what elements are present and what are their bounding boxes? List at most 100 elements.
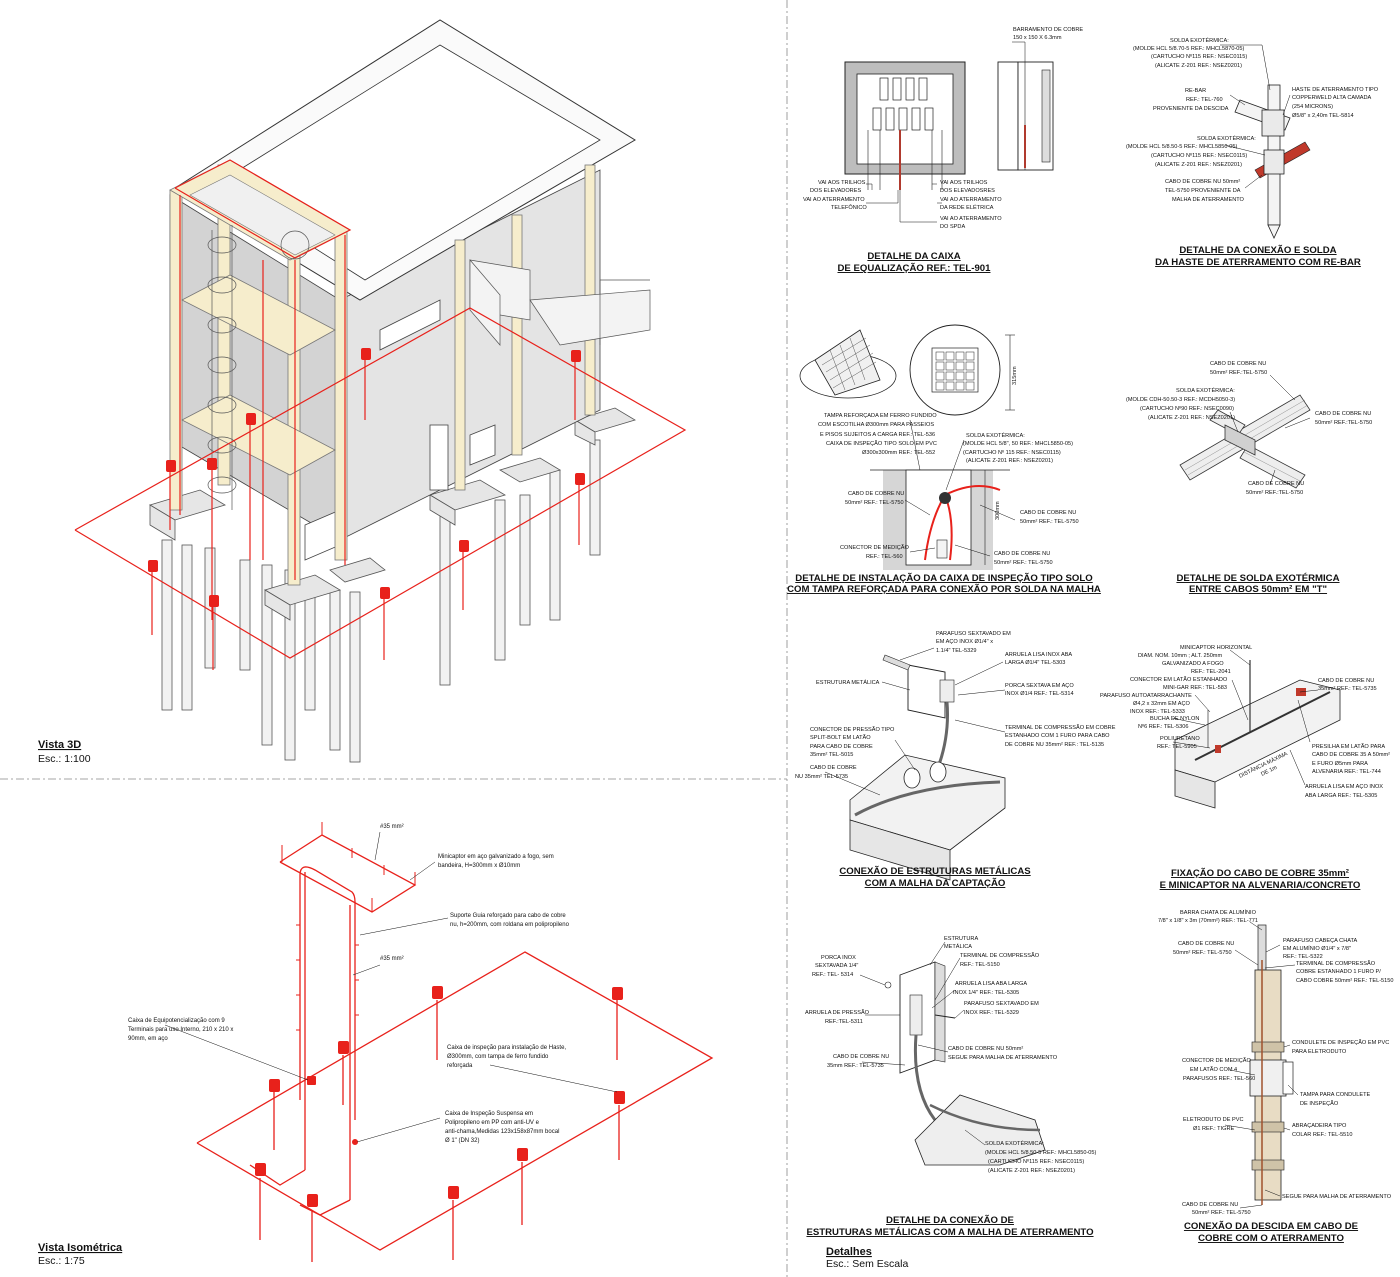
detail-haste-rebar: [1220, 44, 1311, 239]
svg-text:REF.:TEL-5311: REF.:TEL-5311: [825, 1019, 863, 1025]
detail-1-title: DETALHE DA CAIXA DE EQUALIZAÇÃO REF.: TE…: [838, 251, 992, 274]
vista-3d-title: Vista 3D: [38, 739, 81, 751]
svg-text:TAMPA REFORÇADA EM FERRO FUNDI: TAMPA REFORÇADA EM FERRO FUNDIDO: [824, 413, 937, 419]
detail-caixa-equalizacao: [844, 41, 1054, 223]
svg-text:50mm² REF.: TEL-5750: 50mm² REF.: TEL-5750: [1173, 950, 1232, 956]
svg-text:ABA LARGA REF.: TEL-5305: ABA LARGA REF.: TEL-5305: [1305, 793, 1377, 799]
detail-5-labels: PARAFUSO SEXTAVADO EM EM AÇO INOX Ø1/4" …: [795, 631, 1116, 780]
svg-text:SOLDA EXOTÉRMICA:: SOLDA EXOTÉRMICA:: [1197, 135, 1256, 142]
svg-text:CABO DE COBRE NU: CABO DE COBRE NU: [994, 551, 1050, 557]
svg-text:CABO DE COBRE NU 50mm²: CABO DE COBRE NU 50mm²: [948, 1046, 1023, 1052]
svg-text:CABO DE COBRE NU: CABO DE COBRE NU: [1178, 941, 1234, 947]
svg-text:VAI AOS TRILHOS: VAI AOS TRILHOS: [818, 180, 866, 186]
svg-text:VAI AO ATERRAMENTO: VAI AO ATERRAMENTO: [940, 216, 1002, 222]
svg-text:DOS ELEVADORES: DOS ELEVADORES: [810, 188, 861, 194]
svg-text:SOLDA EXOTÉRMICA:: SOLDA EXOTÉRMICA:: [1170, 37, 1229, 44]
svg-text:VAI AOS TRILHOS: VAI AOS TRILHOS: [940, 180, 988, 186]
svg-text:DOS ELEVADOSRES: DOS ELEVADOSRES: [940, 188, 995, 194]
svg-text:reforçada: reforçada: [447, 1063, 473, 1069]
svg-text:CONECTOR DE MEDIÇÃO: CONECTOR DE MEDIÇÃO: [840, 544, 910, 551]
svg-text:CABO COBRE 50mm² REF.: TEL-515: CABO COBRE 50mm² REF.: TEL-5150: [1296, 978, 1394, 984]
detail-5-title: CONEXÃO DE ESTRUTURAS METÁLICAS COM A MA…: [839, 865, 1031, 889]
svg-text:CABO DE COBRE NU: CABO DE COBRE NU: [1182, 1202, 1238, 1208]
svg-text:DE INSPEÇÃO: DE INSPEÇÃO: [1300, 1100, 1339, 1107]
svg-text:Ø300x300mm REF.: TEL-552: Ø300x300mm REF.: TEL-552: [862, 450, 935, 456]
svg-text:ESTRUTURA METÁLICA: ESTRUTURA METÁLICA: [816, 679, 880, 686]
svg-text:(CARTUCHO Nº115 REF.: NSEC0115: (CARTUCHO Nº115 REF.: NSEC0115): [1151, 152, 1247, 159]
svg-text:(ALICATE Z-201 REF.: NSEZ0201): (ALICATE Z-201 REF.: NSEZ0201): [1155, 63, 1242, 69]
svg-text:TAMPA PARA CONDULETE: TAMPA PARA CONDULETE: [1300, 1092, 1371, 1098]
svg-text:NU 35mm² TEL-5735: NU 35mm² TEL-5735: [795, 774, 848, 780]
svg-text:E FURO Ø5mm PARA: E FURO Ø5mm PARA: [1312, 761, 1368, 767]
svg-text:ESTANHADO COM 1 FURO PARA CABO: ESTANHADO COM 1 FURO PARA CABO: [1005, 733, 1110, 739]
svg-text:Caixa de Inspeção Suspensa em: Caixa de Inspeção Suspensa em: [445, 1111, 533, 1117]
svg-text:PARAFUSOS REF.: TEL-560: PARAFUSOS REF.: TEL-560: [1183, 1076, 1255, 1082]
svg-text:POLIURETANO: POLIURETANO: [1160, 736, 1200, 742]
svg-text:Caixa de Equipotencialização c: Caixa de Equipotencialização com 9: [128, 1018, 225, 1024]
svg-text:35mm REF.: TEL-5735: 35mm REF.: TEL-5735: [827, 1063, 884, 1069]
svg-text:ESTRUTURA: ESTRUTURA: [944, 936, 978, 942]
svg-text:CABO DE COBRE NU: CABO DE COBRE NU: [1318, 678, 1374, 684]
svg-text:(ALICATE Z-201 REF.: NSEZ0201): (ALICATE Z-201 REF.: NSEZ0201): [1155, 162, 1242, 168]
svg-text:CABO DE COBRE NU: CABO DE COBRE NU: [833, 1054, 889, 1060]
svg-text:GALVANIZADO A FOGO: GALVANIZADO A FOGO: [1162, 661, 1224, 667]
svg-text:CABO DE COBRE NU: CABO DE COBRE NU: [848, 491, 904, 497]
svg-text:COM ESCOTILHA Ø300mm PARA PASS: COM ESCOTILHA Ø300mm PARA PASSEIOS: [818, 422, 934, 428]
svg-text:Ø4,2 x 32mm EM AÇO: Ø4,2 x 32mm EM AÇO: [1133, 701, 1191, 707]
detail-minicaptor-alvenaria: [1171, 649, 1341, 809]
svg-text:(MOLDE HCL 5/8.50-5 REF.: MHCL: (MOLDE HCL 5/8.50-5 REF.: MHCL5850-05): [985, 1150, 1097, 1156]
svg-text:35mm² REF.: TEL-5735: 35mm² REF.: TEL-5735: [1318, 686, 1377, 692]
svg-text:Terminais para uso Interno, 21: Terminais para uso Interno, 210 x 210 x: [128, 1027, 233, 1033]
svg-text:REF.: TEL-760: REF.: TEL-760: [1186, 97, 1223, 103]
svg-text:Nº6 REF.: TEL-5306: Nº6 REF.: TEL-5306: [1138, 723, 1188, 730]
detail-solda-t: [1179, 374, 1311, 489]
svg-text:PARA ELETRODUTO: PARA ELETRODUTO: [1292, 1049, 1347, 1055]
svg-text:CONECTOR EM LATÃO ESTANHADO: CONECTOR EM LATÃO ESTANHADO: [1130, 676, 1228, 683]
svg-text:DIAM. NOM. 10mm ; ALT. 250mm: DIAM. NOM. 10mm ; ALT. 250mm: [1138, 653, 1222, 659]
svg-text:METÁLICA: METÁLICA: [944, 943, 972, 950]
svg-text:50mm² REF.: TEL-5750: 50mm² REF.: TEL-5750: [845, 500, 904, 506]
svg-text:CABO DE COBRE: CABO DE COBRE: [810, 765, 857, 771]
svg-text:(MOLDE CDH-50.50-3 REF.: MCDH5: (MOLDE CDH-50.50-3 REF.: MCDH5050-3): [1126, 397, 1235, 403]
svg-text:315mm: 315mm: [1012, 366, 1018, 385]
svg-text:CABO DE COBRE NU 50mm²: CABO DE COBRE NU 50mm²: [1165, 179, 1240, 185]
svg-text:PRESILHA EM LATÃO PARA: PRESILHA EM LATÃO PARA: [1312, 743, 1385, 750]
svg-text:TEL-5750 PROVENIENTE DA: TEL-5750 PROVENIENTE DA: [1165, 188, 1241, 194]
svg-text:CONDULETE DE INSPEÇÃO EM PVC: CONDULETE DE INSPEÇÃO EM PVC: [1292, 1039, 1389, 1046]
svg-text:REF.: TEL-5905: REF.: TEL-5905: [1157, 744, 1197, 750]
iso-cable-1: #35 mm²: [380, 824, 404, 830]
svg-text:300mm: 300mm: [995, 501, 1001, 520]
svg-text:ARRUELA DE PRESSÃO: ARRUELA DE PRESSÃO: [805, 1009, 870, 1016]
svg-text:Ø5/8" x 2,40m TEL-5814: Ø5/8" x 2,40m TEL-5814: [1292, 113, 1354, 119]
iso-note-caixa-equipotencializacao: Caixa de Equipotencialização com 9 Termi…: [128, 1018, 233, 1042]
detail-3-title: DETALHE DE INSTALAÇÃO DA CAIXA DE INSPEÇ…: [787, 573, 1101, 595]
svg-text:PARA CABO DE COBRE: PARA CABO DE COBRE: [810, 744, 873, 750]
svg-text:TERMINAL DE COMPRESSÃO: TERMINAL DE COMPRESSÃO: [960, 952, 1040, 959]
svg-text:REF.: TEL-5322: REF.: TEL-5322: [1283, 954, 1323, 960]
svg-text:SOLDA EXOTÉRMICA:: SOLDA EXOTÉRMICA:: [966, 432, 1025, 439]
svg-text:CONEXÃO DE ESTRUTURAS METÁLICA: CONEXÃO DE ESTRUTURAS METÁLICAS: [839, 865, 1031, 877]
svg-text:CABO DE COBRE NU: CABO DE COBRE NU: [1020, 510, 1076, 516]
iso-note-suporte: Suporte Guia reforçado para cabo de cobr…: [450, 913, 570, 928]
svg-text:DETALHE DE INSTALAÇÃO DA CAIXA: DETALHE DE INSTALAÇÃO DA CAIXA DE INSPEÇ…: [795, 573, 1093, 584]
svg-text:SOLDA EXOTÉRMICA:: SOLDA EXOTÉRMICA:: [985, 1140, 1044, 1147]
svg-text:SEGUE PARA MALHA DE ATERRAMENT: SEGUE PARA MALHA DE ATERRAMENTO: [1282, 1194, 1392, 1200]
detail-1-labels: BARRAMENTO DE COBRE 150 x 150 X 6.3mm VA…: [803, 27, 1083, 230]
svg-text:Ø1 REF.: TIGRE: Ø1 REF.: TIGRE: [1193, 1126, 1235, 1132]
iso-cable-2: #35 mm²: [380, 956, 404, 962]
svg-text:SOLDA EXOTÉRMICA:: SOLDA EXOTÉRMICA:: [1176, 387, 1235, 394]
svg-text:CONEXÃO DA DESCIDA EM CABO DE: CONEXÃO DA DESCIDA EM CABO DE: [1184, 1221, 1359, 1232]
svg-text:(ALICATE Z-201 REF.: NSEZ0201): (ALICATE Z-201 REF.: NSEZ0201): [1148, 415, 1235, 421]
detail-8-title: CONEXÃO DA DESCIDA EM CABO DE COBRE COM …: [1184, 1221, 1359, 1244]
svg-text:LARGA Ø1/4" TEL-5303: LARGA Ø1/4" TEL-5303: [1005, 660, 1065, 666]
detail-caixa-inspecao-solo: [799, 324, 1016, 570]
svg-text:VAI AO ATERRAMENTO: VAI AO ATERRAMENTO: [940, 197, 1002, 203]
svg-text:MALHA DE ATERRAMENTO: MALHA DE ATERRAMENTO: [1172, 197, 1245, 203]
svg-text:DO SPDA: DO SPDA: [940, 224, 965, 230]
svg-text:ALVENARIA REF.: TEL-744: ALVENARIA REF.: TEL-744: [1312, 769, 1381, 775]
detail-2-title: DETALHE DA CONEXÃO E SOLDA DA HASTE DE A…: [1155, 245, 1361, 268]
svg-text:DA HASTE DE ATERRAMENTO COM RE: DA HASTE DE ATERRAMENTO COM RE-BAR: [1155, 257, 1361, 268]
svg-text:50mm² REF.:TEL-5750: 50mm² REF.:TEL-5750: [1246, 490, 1303, 496]
svg-text:BUCHA DE NYLON: BUCHA DE NYLON: [1150, 716, 1199, 722]
